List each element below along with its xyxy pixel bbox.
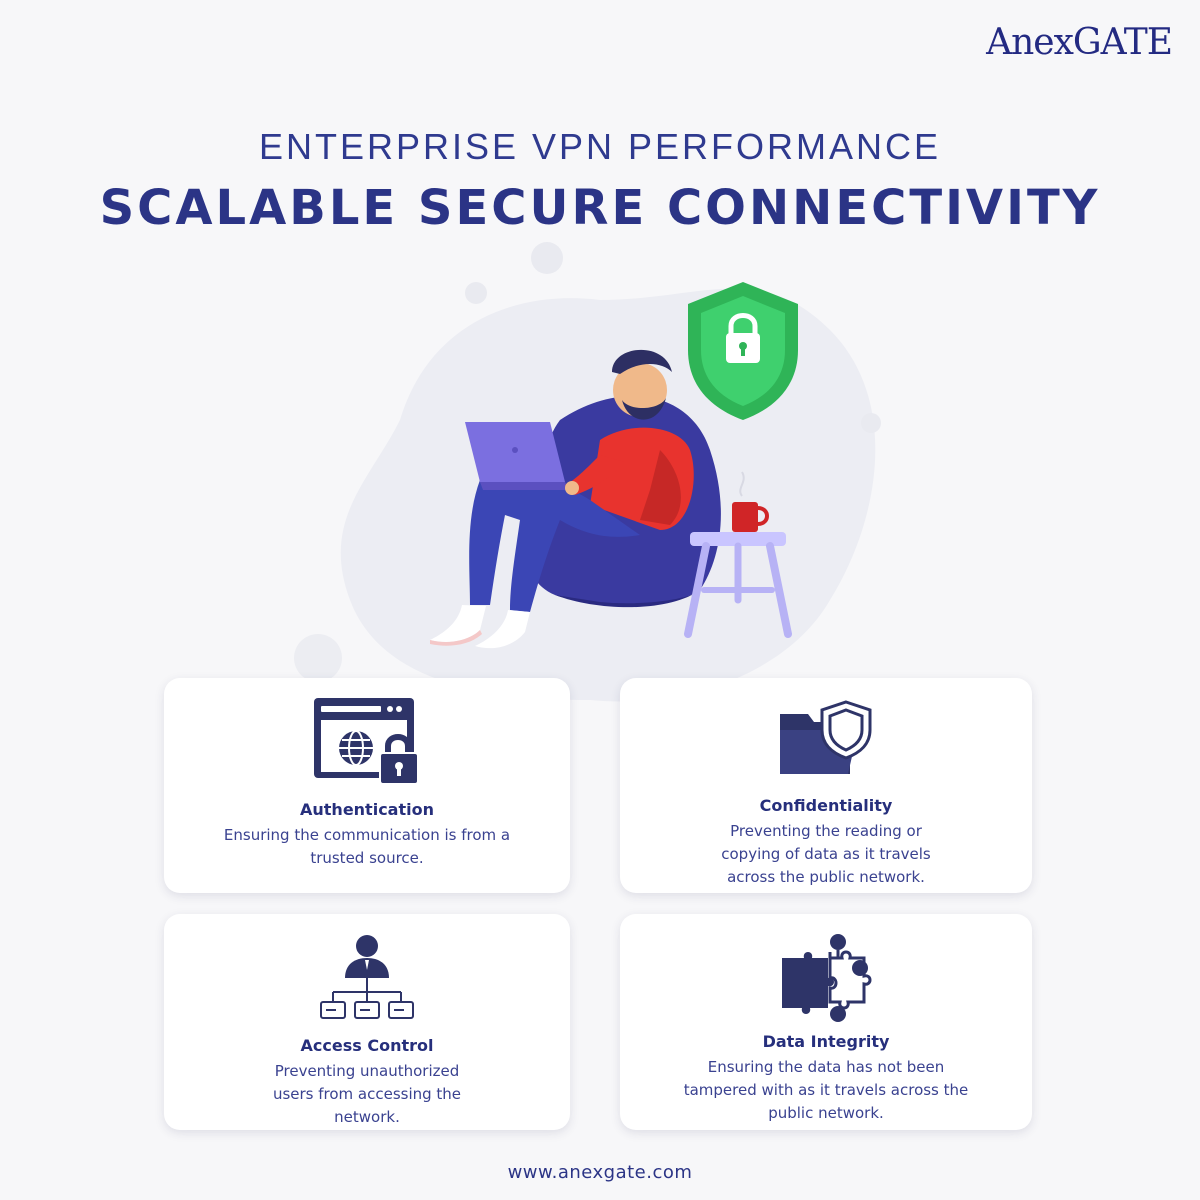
hierarchy-user-icon [320, 935, 414, 1019]
coffee-mug-icon [732, 471, 769, 532]
decor-dot [294, 634, 342, 682]
card-title: Data Integrity [762, 1032, 890, 1051]
card-title: Access Control [300, 1036, 434, 1055]
folder-shield-icon [780, 700, 872, 774]
security-shield-icon [688, 282, 798, 420]
person-head [613, 363, 667, 417]
card-description: Preventing unauthorized users from acces… [272, 1062, 462, 1126]
feature-card-confidentiality: Confidentiality Preventing the reading o… [620, 678, 1032, 893]
feature-card-access-control: Access Control Preventing unauthorized u… [164, 914, 570, 1130]
card-title: Authentication [300, 800, 434, 819]
brand-logo: AnexGATE [986, 22, 1173, 63]
decor-dot [531, 242, 563, 274]
card-description: Ensuring the communication is from a tru… [223, 826, 511, 867]
footer-website-link[interactable]: www.anexgate.com [507, 1162, 693, 1183]
feature-card-authentication: Authentication Ensuring the communicatio… [164, 678, 570, 893]
card-title: Confidentiality [759, 796, 893, 815]
decor-dot [465, 282, 487, 304]
card-description: Preventing the reading or copying of dat… [721, 822, 931, 886]
person-shoe [430, 605, 486, 642]
browser-globe-lock-icon [314, 698, 419, 785]
decor-dot [861, 413, 881, 433]
side-table [684, 532, 792, 638]
person-legs [469, 476, 640, 612]
laptop-icon [465, 422, 570, 490]
puzzle-pieces-icon [782, 934, 872, 1022]
page-subtitle: ENTERPRISE VPN PERFORMANCE [258, 126, 942, 167]
card-description: Ensuring the data has not been tampered … [683, 1058, 969, 1122]
page-title: SCALABLE SECURE CONNECTIVITY [99, 180, 1101, 236]
feature-card-data-integrity: Data Integrity Ensuring the data has not… [620, 914, 1032, 1130]
